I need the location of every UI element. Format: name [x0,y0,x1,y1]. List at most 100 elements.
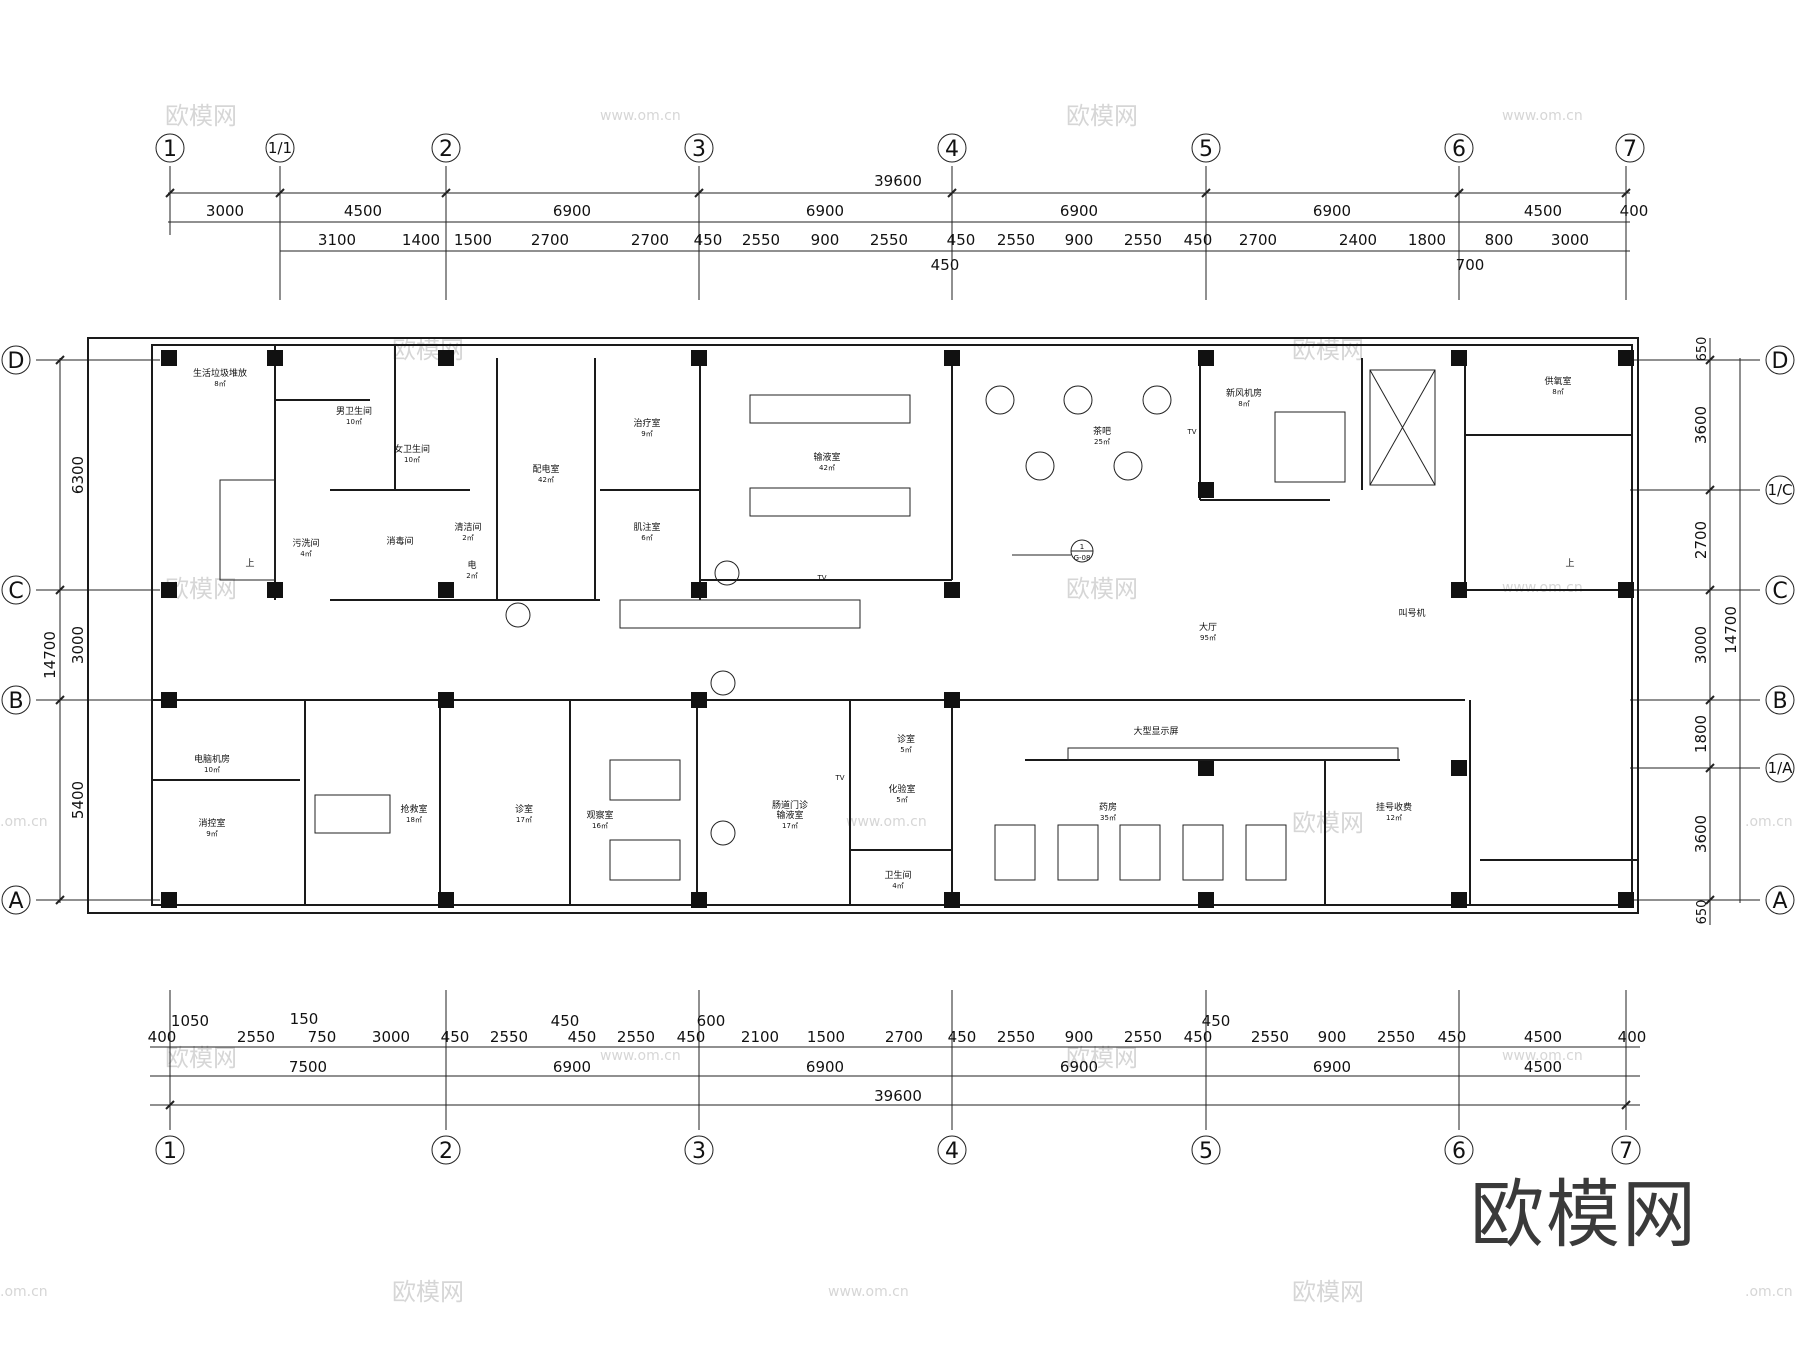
svg-text:大型显示屏: 大型显示屏 [1133,725,1178,737]
svg-text:卫生间: 卫生间 [884,869,911,881]
top-dimensions: 39600 3000 4500 6900 6900 6900 6900 4500… [206,172,1648,274]
axis-bubble: 1 [155,1135,185,1165]
svg-text:7: 7 [1623,137,1637,162]
dim-text: 650 [1695,337,1710,362]
svg-text:4㎡: 4㎡ [892,882,903,890]
svg-text:B: B [8,689,23,714]
svg-text:9㎡: 9㎡ [206,830,217,838]
axis-bubble: 1/1 [265,133,295,163]
watermark: .om.cn [1745,1284,1793,1300]
tv-label: TV [816,574,826,582]
dim-text: 5400 [69,781,87,819]
svg-text:5: 5 [1199,137,1213,162]
dim-text: 2400 [1339,231,1377,249]
svg-text:电: 电 [467,559,476,571]
dim-text: 6900 [806,1058,844,1076]
bottom-dimensions: 400 1050 2550 150 750 3000 450 2550 450 … [148,1010,1647,1105]
svg-text:6: 6 [1452,137,1466,162]
dim-ticks [55,188,1715,1110]
dim-text: 650 [1695,900,1710,925]
svg-text:诊室: 诊室 [897,733,915,745]
dim-text: 450 [1184,231,1213,249]
dim-text: 2550 [1124,231,1162,249]
dim-text: 1500 [807,1028,845,1046]
svg-text:诊室: 诊室 [515,803,533,815]
dim-text: 450 [1184,1028,1213,1046]
svg-text:25㎡: 25㎡ [1094,438,1110,446]
svg-text:1: 1 [163,137,177,162]
svg-text:消毒间: 消毒间 [386,535,413,547]
axis-bubble: A [1,885,31,915]
svg-text:1: 1 [1080,543,1084,551]
watermark: www.om.cn [828,1284,909,1300]
svg-text:化验室: 化验室 [888,783,915,795]
watermarks: 欧模网 www.om.cn 欧模网 www.om.cn 欧模网 欧模网 欧模网 … [0,102,1793,1306]
dim-text: 700 [1456,256,1485,274]
axis-bubble: C [1765,575,1795,605]
svg-text:10㎡: 10㎡ [346,418,362,426]
right-dimensions: 650 3600 2700 3000 1800 3600 650 14700 [1692,337,1740,925]
svg-text:18㎡: 18㎡ [406,816,422,824]
svg-text:供氧室: 供氧室 [1544,375,1571,387]
dim-text: 450 [1438,1028,1467,1046]
dim-text: 39600 [874,172,922,190]
axis-bubble: 7 [1611,1135,1641,1165]
svg-text:G-08: G-08 [1074,554,1091,562]
axis-bubble: 4 [937,133,967,163]
svg-text:肠道门诊: 肠道门诊 [772,799,808,811]
dim-text: 3000 [206,202,244,220]
svg-text:D: D [1772,349,1789,374]
svg-text:3: 3 [692,137,706,162]
axis-bubble: 3 [684,133,714,163]
dim-text: 450 [551,1012,580,1030]
axis-bubble: 2 [431,1135,461,1165]
axis-bubble: 5 [1191,1135,1221,1165]
axis-bubble: 1 [155,133,185,163]
dim-text: 2550 [237,1028,275,1046]
svg-text:生活垃圾堆放: 生活垃圾堆放 [193,367,247,379]
stair-up-label: 上 [1565,558,1574,569]
dim-text: 4500 [1524,1058,1562,1076]
svg-text:16㎡: 16㎡ [592,822,608,830]
dim-text: 400 [1620,202,1649,220]
dim-text: 1400 [402,231,440,249]
dim-text: 3000 [372,1028,410,1046]
axis-bubbles: 1 1/1 2 3 4 5 6 7 1 2 3 4 5 6 7 D C B A … [1,133,1795,1165]
dim-text: 400 [148,1028,177,1046]
svg-text:6: 6 [1452,1139,1466,1164]
svg-text:C: C [1772,579,1787,604]
svg-text:茶吧: 茶吧 [1093,425,1111,437]
svg-text:9㎡: 9㎡ [641,430,652,438]
watermark: www.om.cn [1502,580,1583,596]
svg-text:B: B [1772,689,1787,714]
svg-text:肌注室: 肌注室 [633,521,660,533]
svg-text:A: A [1772,889,1787,914]
dim-text: 7500 [289,1058,327,1076]
svg-text:2: 2 [439,1139,453,1164]
dim-text: 2700 [885,1028,923,1046]
svg-text:男卫生间: 男卫生间 [336,405,372,417]
dim-text: 3100 [318,231,356,249]
dim-text: 2700 [1692,521,1710,559]
svg-text:95㎡: 95㎡ [1200,634,1216,642]
axis-bubble: 6 [1444,1135,1474,1165]
svg-text:12㎡: 12㎡ [1386,814,1402,822]
svg-text:17㎡: 17㎡ [516,816,532,824]
dim-text: 2100 [741,1028,779,1046]
svg-text:2㎡: 2㎡ [466,572,477,580]
left-dimensions: 14700 6300 3000 5400 [41,456,87,819]
axis-bubble: A [1765,885,1795,915]
svg-text:4: 4 [945,1139,959,1164]
watermark: www.om.cn [600,1048,681,1064]
tv-label: TV [1186,428,1196,436]
dim-text: 1050 [171,1012,209,1030]
dim-text: 14700 [1722,606,1740,654]
